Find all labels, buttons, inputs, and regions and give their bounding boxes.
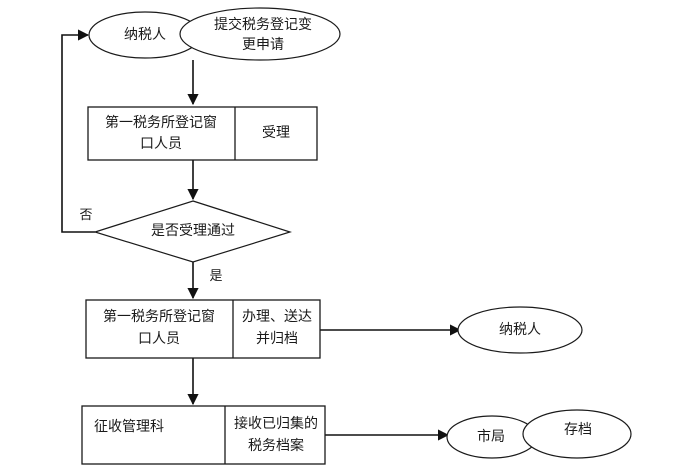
node-submit-request-line2: 更申请: [242, 37, 284, 53]
node-office-staff-2-role-line1: 第一税务所登记窗: [103, 308, 215, 325]
node-archive-label: 存档: [564, 422, 592, 438]
node-office-staff-2-action-line1: 办理、送达: [242, 309, 312, 325]
node-submit-request-line1: 提交税务登记变: [214, 16, 312, 33]
node-office-staff-2-action-line2: 并归档: [256, 330, 298, 347]
node-taxpayer-start-label: 纳税人: [124, 27, 166, 43]
node-submit-request: [179, 7, 341, 61]
node-office-staff-1-role-line1: 第一税务所登记窗: [105, 114, 217, 131]
node-collection-dept: [81, 405, 326, 465]
node-decision-accept: [92, 200, 293, 263]
edge-label-no: 否: [79, 207, 92, 222]
node-office-staff-2: [85, 299, 321, 359]
node-taxpayer-end-label: 纳税人: [499, 322, 541, 338]
node-city-bureau-label: 市局: [477, 428, 505, 445]
node-archive: [522, 409, 632, 459]
node-office-staff-1-role-line2: 口人员: [140, 136, 182, 152]
node-office-staff-1-action: 受理: [262, 125, 290, 141]
node-collection-dept-role: 征收管理科: [94, 419, 164, 435]
edge-label-yes: 是: [209, 268, 222, 283]
node-office-staff-2-role-line2: 口人员: [138, 331, 180, 347]
node-taxpayer-end: [457, 306, 583, 354]
node-decision-accept-label: 是否受理通过: [151, 223, 235, 239]
node-collection-dept-action-line2: 税务档案: [248, 437, 304, 454]
node-office-staff-1: [87, 106, 318, 161]
connector-decision-no-loop: [61, 29, 95, 233]
node-collection-dept-action-line1: 接收已归集的: [234, 415, 318, 432]
